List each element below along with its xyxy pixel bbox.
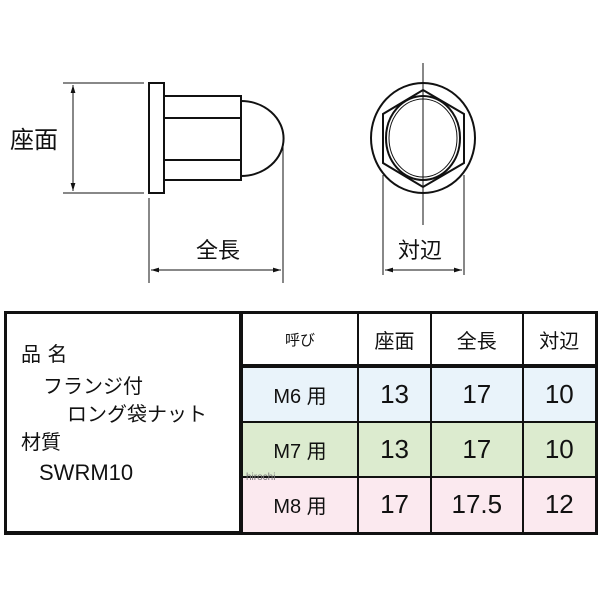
product-name-line1: フランジ付 [43, 374, 143, 398]
spec-table: 品 名 フランジ付 ロング袋ナット 材質 SWRM10 呼び 座面 全長 対辺 … [4, 311, 598, 535]
size-cell: M8 用 [240, 476, 359, 534]
length-cell: 17 [430, 364, 524, 424]
length-cell: 17 [430, 421, 524, 479]
watermark: hirochi [246, 472, 276, 483]
product-name-line2: ロング袋ナット [67, 402, 207, 426]
material-heading: 材質 [21, 430, 61, 454]
nut-technical-drawing [63, 63, 476, 283]
width-across-flats-label: 対辺 [398, 239, 443, 264]
product-name-heading: 品 名 [21, 342, 68, 366]
seat-cell: 17 [356, 476, 433, 534]
width-cell: 10 [521, 364, 598, 424]
header-size: 呼び [240, 311, 359, 368]
front-view [370, 82, 476, 194]
table-row: M8 用 17 17.5 12 [6, 476, 598, 534]
size-cell: M7 用 [240, 421, 359, 479]
dimension-lines [63, 63, 465, 283]
seat-dimension-label: 座面 [10, 126, 58, 154]
length-cell: 17.5 [430, 476, 524, 534]
seat-cell: 13 [356, 421, 433, 479]
header-seat: 座面 [356, 311, 433, 368]
product-info-cell: 品 名 フランジ付 ロング袋ナット 材質 SWRM10 [4, 311, 243, 535]
header-length: 全長 [430, 311, 524, 368]
material-value: SWRM10 [39, 460, 134, 485]
table-row: M7 用 13 17 10 [6, 421, 598, 479]
table-row: M6 用 13 17 10 [6, 364, 598, 424]
header-width: 対辺 [521, 311, 598, 368]
seat-cell: 13 [356, 364, 433, 424]
side-view [148, 82, 285, 194]
length-dimension-label: 全長 [196, 239, 241, 264]
width-cell: 10 [521, 421, 598, 479]
width-cell: 12 [521, 476, 598, 534]
size-cell: M6 用 [240, 364, 359, 424]
